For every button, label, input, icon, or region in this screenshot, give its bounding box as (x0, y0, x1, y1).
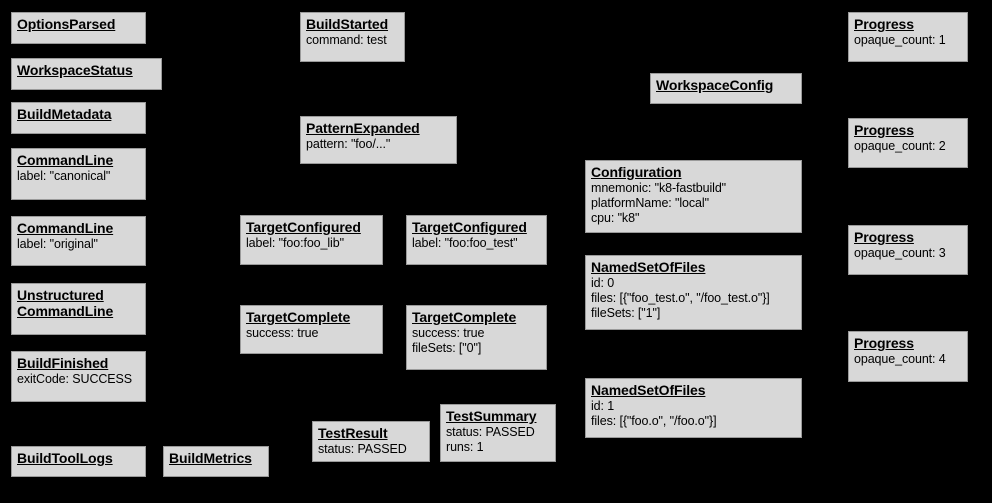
node-field: fileSets: ["1"] (591, 306, 661, 320)
node-fields: opaque_count: 3 (854, 246, 962, 261)
node-build-tool-logs[interactable]: BuildToolLogs (11, 446, 146, 477)
node-workspace-config[interactable]: WorkspaceConfig (650, 73, 802, 104)
node-title: TargetConfigured (412, 219, 527, 235)
node-build-metrics[interactable]: BuildMetrics (163, 446, 269, 477)
node-title: NamedSetOfFiles (591, 382, 706, 398)
node-field: success: true (412, 326, 485, 340)
node-title: Progress (854, 122, 914, 138)
node-fields: label: "original" (17, 237, 140, 252)
node-fields: mnemonic: "k8-fastbuild"platformName: "l… (591, 181, 796, 226)
node-title: BuildStarted (306, 16, 389, 32)
node-field: cpu: "k8" (591, 211, 640, 225)
node-title: Unstructured CommandLine (17, 287, 114, 319)
node-title: CommandLine (17, 152, 114, 168)
node-field: label: "canonical" (17, 169, 111, 183)
node-field: status: PASSED (318, 442, 407, 456)
node-unstructured-command-line[interactable]: Unstructured CommandLine (11, 283, 146, 335)
node-field: label: "foo:foo_lib" (246, 236, 344, 250)
node-build-metadata[interactable]: BuildMetadata (11, 102, 146, 134)
node-field: exitCode: SUCCESS (17, 372, 133, 386)
node-title: TargetComplete (412, 309, 517, 325)
node-title: Progress (854, 16, 914, 32)
node-title: TestSummary (446, 408, 537, 424)
node-workspace-status[interactable]: WorkspaceStatus (11, 58, 162, 90)
node-field: label: "foo:foo_test" (412, 236, 518, 250)
node-title: Progress (854, 229, 914, 245)
node-fields: command: test (306, 33, 399, 48)
node-title: WorkspaceConfig (656, 77, 774, 93)
node-title: Progress (854, 335, 914, 351)
node-field: status: PASSED (446, 425, 535, 439)
node-field: pattern: "foo/..." (306, 137, 391, 151)
node-fields: label: "foo:foo_test" (412, 236, 541, 251)
node-fields: exitCode: SUCCESS (17, 372, 140, 387)
node-options-parsed[interactable]: OptionsParsed (11, 12, 146, 44)
node-title: PatternExpanded (306, 120, 420, 136)
node-title: BuildMetrics (169, 450, 252, 466)
node-field: fileSets: ["0"] (412, 341, 482, 355)
node-field: label: "original" (17, 237, 98, 251)
node-fields: label: "foo:foo_lib" (246, 236, 377, 251)
node-title: OptionsParsed (17, 16, 116, 32)
node-field: id: 1 (591, 399, 615, 413)
node-field: success: true (246, 326, 319, 340)
node-title: BuildFinished (17, 355, 109, 371)
node-field: command: test (306, 33, 387, 47)
node-title: BuildMetadata (17, 106, 112, 122)
node-fields: opaque_count: 1 (854, 33, 962, 48)
node-title: WorkspaceStatus (17, 62, 133, 78)
node-fields: success: true (246, 326, 377, 341)
node-fields: opaque_count: 4 (854, 352, 962, 367)
node-title: TargetConfigured (246, 219, 361, 235)
node-fields: pattern: "foo/..." (306, 137, 451, 152)
node-title: TargetComplete (246, 309, 351, 325)
node-field: id: 0 (591, 276, 615, 290)
node-title: CommandLine (17, 220, 114, 236)
node-title: Configuration (591, 164, 682, 180)
node-field: mnemonic: "k8-fastbuild" (591, 181, 727, 195)
node-field: opaque_count: 1 (854, 33, 946, 47)
node-field: runs: 1 (446, 440, 484, 454)
node-title: NamedSetOfFiles (591, 259, 706, 275)
node-field: files: [{"foo_test.o", "/foo_test.o"}] (591, 291, 770, 305)
node-field: platformName: "local" (591, 196, 709, 210)
node-title: TestResult (318, 425, 388, 441)
node-field: files: [{"foo.o", "/foo.o"}] (591, 414, 717, 428)
node-field: opaque_count: 2 (854, 139, 946, 153)
node-title: BuildToolLogs (17, 450, 113, 466)
node-fields: status: PASSED (318, 442, 424, 457)
node-field: opaque_count: 3 (854, 246, 946, 260)
node-fields: label: "canonical" (17, 169, 140, 184)
node-field: opaque_count: 4 (854, 352, 946, 366)
node-fields: opaque_count: 2 (854, 139, 962, 154)
